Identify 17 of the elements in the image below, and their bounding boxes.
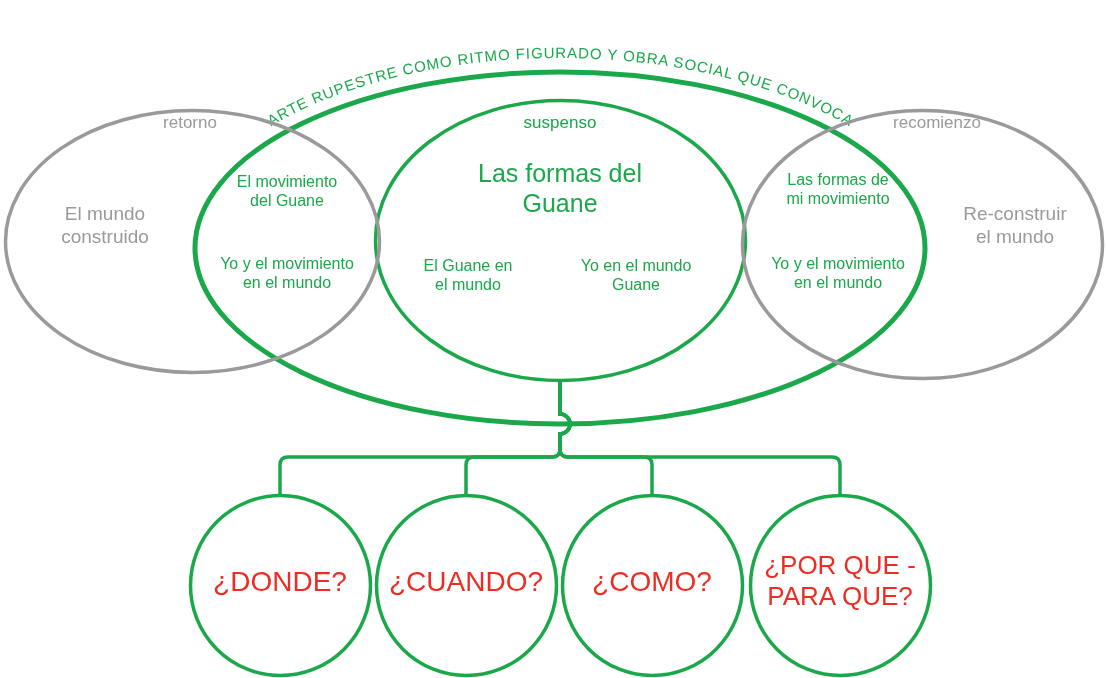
ellipse-text: El Guane en el mundo <box>422 256 514 295</box>
overlap-text: Yo y el movimiento en el mundo <box>770 254 906 293</box>
ellipse-text: Yo en el mundo Guane <box>579 256 693 295</box>
question-text: ¿COMO? <box>591 565 713 599</box>
question-text: ¿POR QUE - PARA QUE? <box>763 550 917 613</box>
connector-line <box>558 380 842 495</box>
ellipse-title: Las formas del Guane <box>477 158 643 218</box>
overlap-text: Yo y el movimiento en el mundo <box>219 254 355 293</box>
question-text: ¿DONDE? <box>212 565 348 599</box>
question-text: ¿CUANDO? <box>388 565 544 599</box>
overlap-text: Las formas de mi movimiento <box>785 170 891 209</box>
ellipse-text: El mundo construido <box>60 203 150 249</box>
overlap-text: El movimiento del Guane <box>235 172 339 211</box>
ellipse-text: Re-construir el mundo <box>962 203 1068 249</box>
ellipse-label: recomienzo <box>892 113 982 134</box>
ellipse-label: retorno <box>162 113 218 134</box>
ellipse-label: suspenso <box>522 113 598 134</box>
